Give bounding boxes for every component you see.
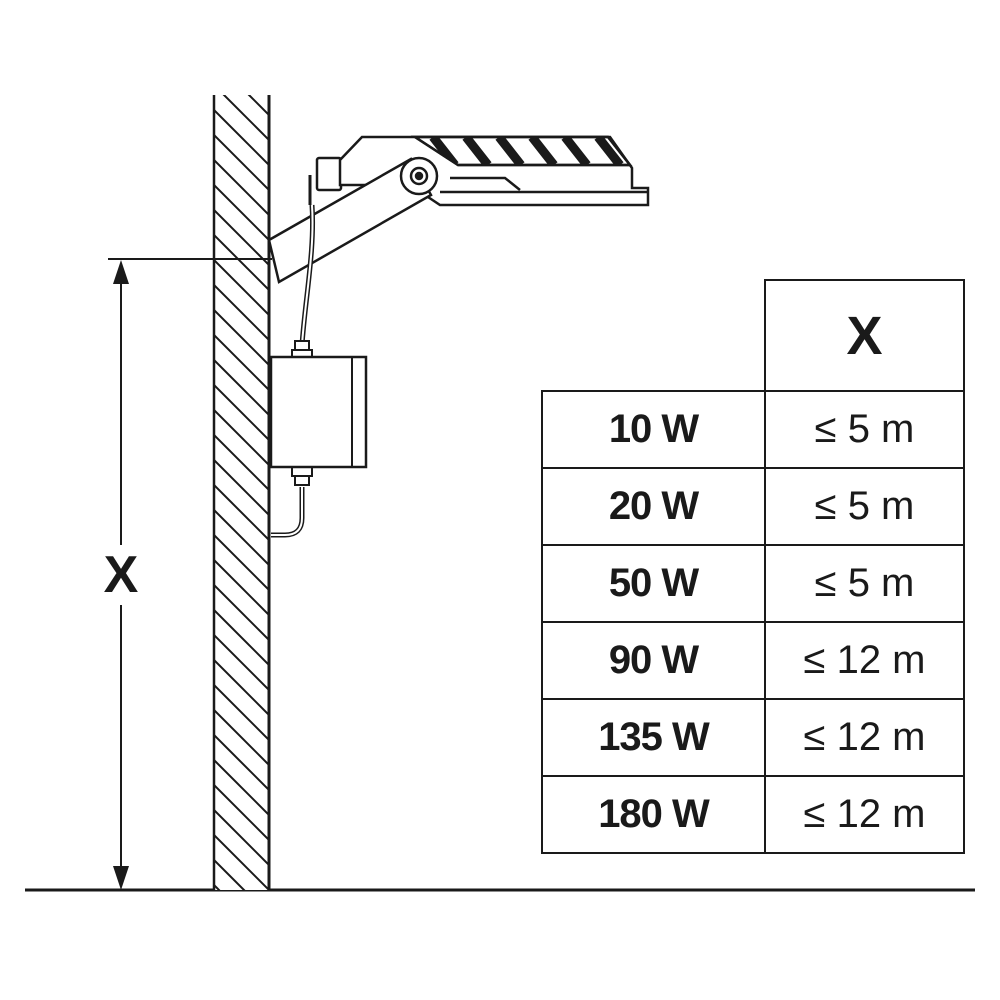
wall-hatch-line <box>214 859 246 890</box>
power-cell: 10 W <box>541 390 766 469</box>
distance-cell: ≤ 5 m <box>764 467 965 546</box>
wall-hatch-line <box>214 284 269 341</box>
wall-hatch-line <box>214 559 269 616</box>
led-panel-stripe <box>462 137 492 165</box>
table-row: 135 W ≤ 12 m <box>541 698 965 777</box>
wall-hatch-line <box>214 834 269 890</box>
wall-hatch-line <box>214 709 269 766</box>
table-row: 20 W ≤ 5 m <box>541 467 965 546</box>
wall-hatch-line <box>214 184 269 241</box>
distance-cell: ≤ 12 m <box>764 775 965 854</box>
distance-cell: ≤ 12 m <box>764 621 965 700</box>
floodlight-fixture <box>267 135 650 284</box>
wall-hatch-line <box>214 484 269 541</box>
wall-hatch-line <box>214 734 269 791</box>
wall-hatch-line <box>214 309 269 366</box>
wall-hatch-line <box>214 509 269 566</box>
driver-box <box>269 355 368 469</box>
wall-hatch-line <box>214 784 269 841</box>
wall-hatch-line <box>214 659 269 716</box>
distance-cell: ≤ 5 m <box>764 390 965 469</box>
wall-hatch-line <box>214 359 269 416</box>
table-row: 10 W ≤ 5 m <box>541 390 965 469</box>
table-row: 180 W ≤ 12 m <box>541 775 965 854</box>
wall-hatch-line <box>214 209 269 266</box>
wall-hatch-line <box>214 884 221 890</box>
wall-hatch-line <box>222 95 269 141</box>
power-cable <box>271 204 316 538</box>
wall-hatch-line <box>214 134 269 191</box>
wall-hatch-line <box>214 584 269 641</box>
power-cell: 135 W <box>541 698 766 777</box>
table-header-row: X <box>542 279 965 392</box>
table-row: 90 W ≤ 12 m <box>541 621 965 700</box>
wall-hatch-line <box>214 234 269 291</box>
wall-hatch-line <box>214 634 269 691</box>
wall-hatch-line <box>214 109 269 166</box>
wall-hatch-line <box>214 534 269 591</box>
header-blank-cell <box>542 280 765 391</box>
wall-hatch-line <box>214 459 269 516</box>
wall-hatch-line <box>214 809 269 866</box>
led-panel-stripe <box>594 137 624 165</box>
power-cell: 20 W <box>541 467 766 546</box>
power-cell: 90 W <box>541 621 766 700</box>
power-cell: 180 W <box>541 775 766 854</box>
wall-hatch-line <box>214 409 269 466</box>
wall <box>212 95 271 890</box>
wall-hatch-line <box>214 434 269 491</box>
wall-hatch-line <box>214 684 269 741</box>
wall-hatch-line <box>214 609 269 666</box>
led-panel-stripe <box>495 137 525 165</box>
wall-hatch-line <box>214 384 269 441</box>
wall-hatch-line <box>214 159 269 216</box>
table-row: 50 W ≤ 5 m <box>541 544 965 623</box>
distance-cell: ≤ 5 m <box>764 544 965 623</box>
led-panel-stripe <box>561 137 591 165</box>
wall-hatch-line <box>214 759 269 816</box>
wall-hatch-line <box>214 259 269 316</box>
distance-cell: ≤ 12 m <box>764 698 965 777</box>
led-panel-stripe <box>627 137 630 165</box>
power-cell: 50 W <box>541 544 766 623</box>
cable-gland-bottom <box>291 466 313 486</box>
column-header: X <box>764 279 965 392</box>
wall-hatch-line <box>214 334 269 391</box>
height-dimension-label: X <box>86 545 156 605</box>
wall-hatch-line <box>247 95 269 116</box>
led-panel-stripe <box>528 137 558 165</box>
mounting-height-table: X 10 W ≤ 5 m 20 W ≤ 5 m 50 W ≤ 5 m 90 W … <box>541 279 965 854</box>
